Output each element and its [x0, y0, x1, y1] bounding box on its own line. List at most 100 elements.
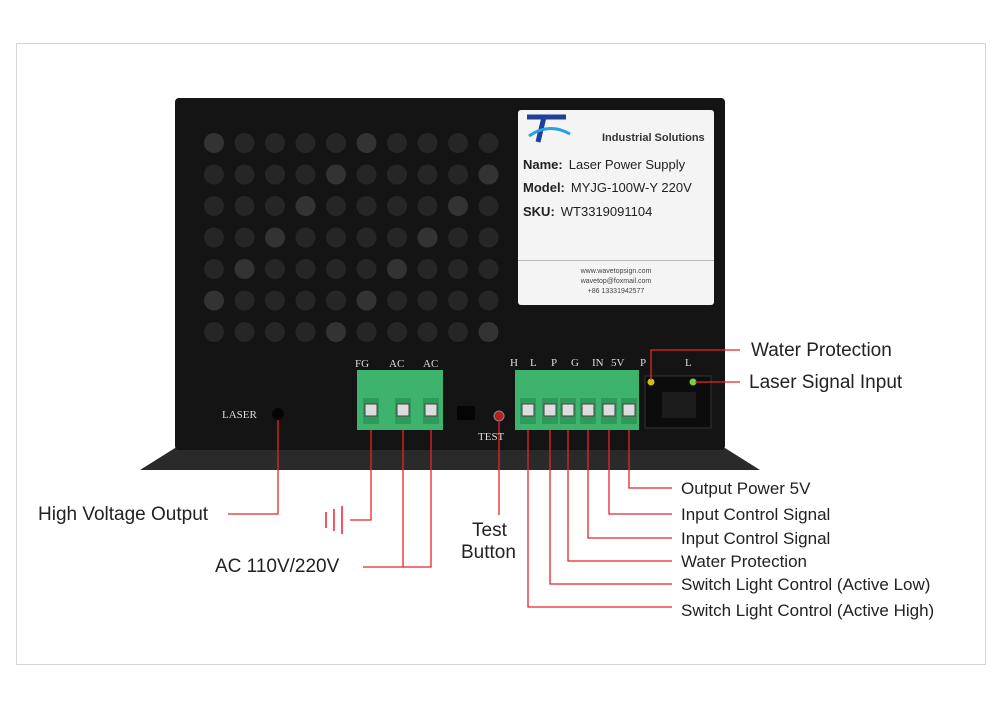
callout-high-voltage-output: High Voltage Output: [38, 504, 209, 525]
vent-hole: [204, 322, 224, 342]
vent-hole: [478, 227, 499, 248]
terminal-label: H: [510, 357, 518, 369]
terminal-label: L: [530, 357, 537, 369]
vent-hole: [356, 227, 377, 248]
model-key: Model:: [523, 180, 565, 195]
product-sku: WT3319091104: [560, 204, 653, 219]
vent-hole: [326, 322, 346, 342]
vent-hole: [356, 164, 377, 185]
mounting-flange: [140, 448, 760, 470]
terminal-label: AC: [423, 358, 439, 370]
vent-hole: [448, 196, 468, 216]
vent-hole: [478, 322, 499, 342]
vent-hole: [326, 164, 346, 185]
vent-hole: [356, 322, 377, 342]
terminal-label: G: [571, 357, 579, 369]
vent-hole: [265, 133, 285, 153]
vent-hole: [234, 227, 255, 248]
vent-hole: [417, 322, 438, 342]
callout-lines: [228, 349, 740, 608]
callout-input-control-1: Input Control Signal: [681, 505, 831, 524]
vent-hole: [387, 196, 407, 216]
vent-hole: [265, 196, 285, 216]
vent-hole: [204, 196, 224, 216]
brand-logo-icon: [527, 114, 571, 143]
vent-hole: [234, 196, 255, 216]
vent-hole: [265, 164, 285, 185]
website: www.wavetopsign.com: [580, 268, 652, 275]
vent-hole: [478, 164, 499, 185]
vent-hole: [417, 164, 438, 185]
product-name: Laser Power Supply: [568, 157, 686, 172]
vent-hole: [326, 259, 346, 279]
vent-hole: [295, 259, 316, 279]
vent-hole: [417, 133, 438, 153]
vent-hole: [234, 259, 255, 279]
callout-input-control-2: Input Control Signal: [681, 529, 831, 548]
vent-hole: [295, 164, 316, 185]
vent-hole: [387, 133, 407, 153]
port-label-p: P: [640, 357, 647, 369]
vent-hole: [387, 259, 407, 279]
vent-hole: [387, 290, 407, 311]
vent-hole: [326, 196, 346, 216]
terminal-label: FG: [355, 358, 370, 370]
vent-hole: [204, 259, 224, 279]
led-l: [689, 378, 697, 386]
vent-hole: [326, 133, 346, 153]
vent-hole: [204, 164, 224, 185]
laser-port-label: LASER: [222, 409, 257, 421]
vent-hole: [417, 196, 438, 216]
brand-tagline: Industrial Solutions: [602, 132, 705, 144]
email: wavetop@foxmail.com: [580, 278, 652, 285]
vent-grid: [204, 133, 499, 342]
terminal-label: AC: [389, 358, 405, 370]
product-model: MYJG-100W-Y 220V: [570, 180, 692, 195]
vent-hole: [448, 290, 468, 311]
terminal-label: P: [551, 357, 558, 369]
vent-hole: [295, 196, 316, 216]
vent-hole: [265, 227, 285, 248]
vent-hole: [478, 290, 499, 311]
vent-hole: [417, 259, 438, 279]
vent-hole: [234, 164, 255, 185]
vent-hole: [448, 133, 468, 153]
callout-test-1: Test: [472, 520, 507, 541]
product-label: Industrial Solutions Name:Laser Power Su…: [518, 110, 714, 305]
vent-hole: [234, 322, 255, 342]
port-label-l: L: [685, 357, 692, 369]
callout-output-5v: Output Power 5V: [681, 479, 811, 498]
vent-hole: [204, 290, 224, 311]
vent-hole: [265, 259, 285, 279]
vent-hole: [478, 259, 499, 279]
sku-key: SKU:: [523, 204, 555, 219]
callout-ac-input: AC 110V/220V: [215, 556, 340, 577]
vent-hole: [387, 227, 407, 248]
vent-hole: [448, 164, 468, 185]
vent-hole: [295, 322, 316, 342]
vent-hole: [356, 290, 377, 311]
vent-hole: [204, 227, 224, 248]
vent-hole: [295, 133, 316, 153]
vent-hole: [448, 227, 468, 248]
callout-water-protection: Water Protection: [681, 552, 807, 571]
vent-hole: [387, 322, 407, 342]
vent-hole: [448, 259, 468, 279]
led-p: [647, 378, 655, 386]
callout-switch-high: Switch Light Control (Active High): [681, 601, 935, 620]
vent-hole: [448, 322, 468, 342]
vent-hole: [326, 290, 346, 311]
callout-test-2: Button: [461, 542, 516, 563]
vent-hole: [387, 164, 407, 185]
vent-hole: [356, 196, 377, 216]
terminal-label: 5V: [611, 357, 625, 369]
vent-hole: [356, 259, 377, 279]
vent-hole: [356, 133, 377, 153]
frame-border: [16, 43, 986, 665]
vent-hole: [417, 227, 438, 248]
vent-hole: [295, 290, 316, 311]
test-button: [493, 410, 505, 422]
vent-hole: [295, 227, 316, 248]
vent-hole: [204, 133, 224, 153]
